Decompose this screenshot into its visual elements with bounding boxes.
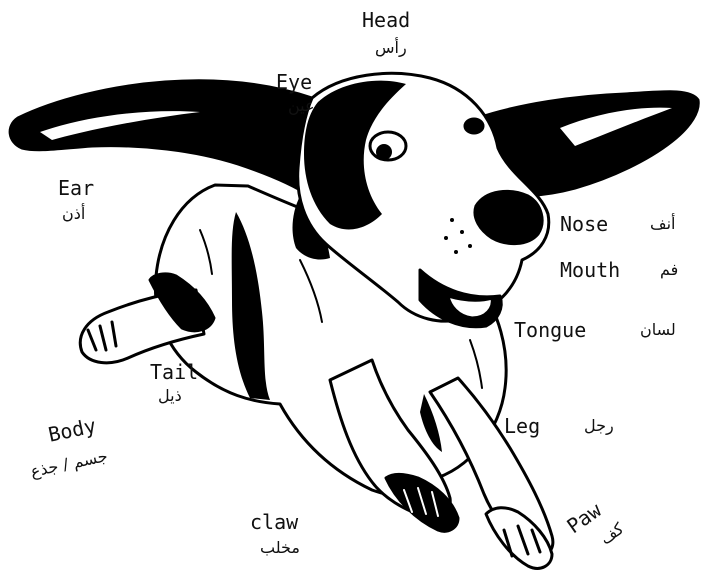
label-eye-en: Eye [276, 72, 312, 92]
label-tail-en: Tail [150, 362, 198, 382]
label-mouth-ar: فم [660, 262, 678, 278]
dog-eye-right [465, 119, 483, 133]
label-head-ar: رأس [375, 40, 407, 56]
label-tongue-ar: لسان [640, 322, 676, 338]
label-mouth-en: Mouth [560, 260, 620, 280]
label-tail-ar: ذيل [158, 388, 182, 404]
label-leg-en: Leg [504, 416, 540, 436]
label-leg-ar: رجل [584, 418, 614, 434]
label-nose-ar: أنف [650, 216, 675, 232]
label-tongue-en: Tongue [514, 320, 586, 340]
label-eye-ar: عين [288, 98, 315, 114]
label-ear-ar: أذن [62, 206, 85, 222]
dog-eye-pupil [376, 144, 392, 160]
label-head-en: Head [362, 10, 410, 30]
label-claw-en: claw [250, 512, 298, 532]
label-nose-en: Nose [560, 214, 608, 234]
label-ear-en: Ear [58, 178, 94, 198]
label-claw-ar: مخلب [260, 540, 300, 556]
